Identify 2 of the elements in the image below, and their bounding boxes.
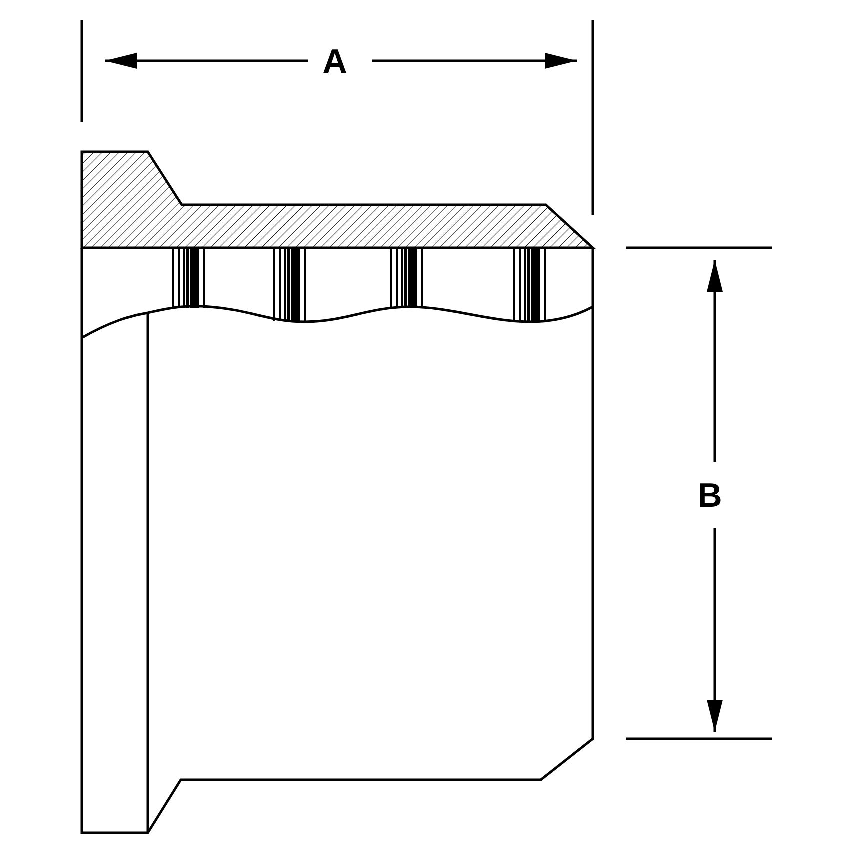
dimension-label: B <box>698 479 722 513</box>
dimension-label: A <box>322 45 348 79</box>
